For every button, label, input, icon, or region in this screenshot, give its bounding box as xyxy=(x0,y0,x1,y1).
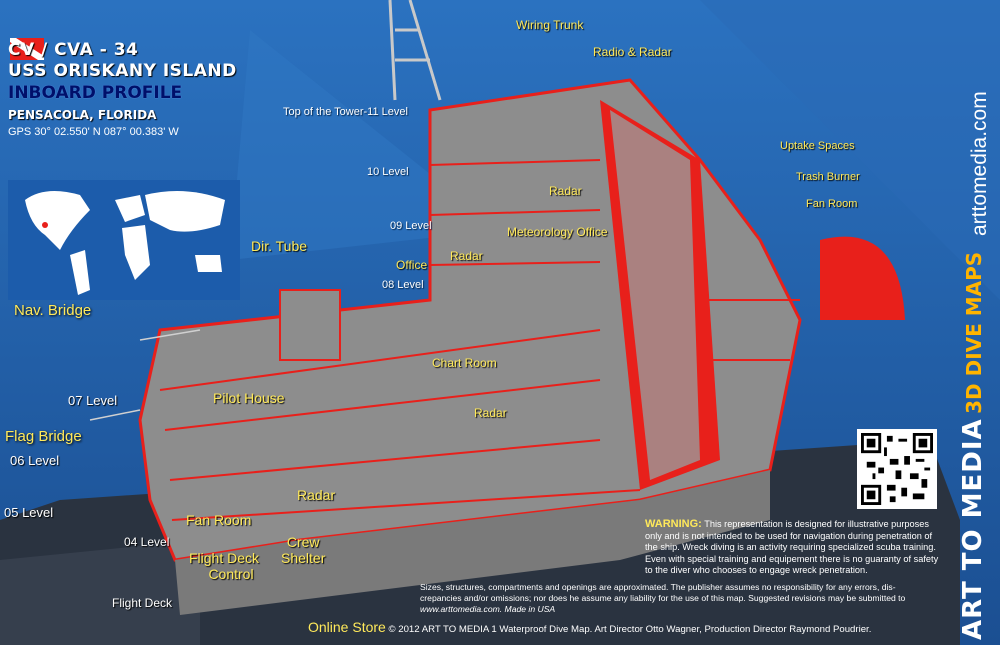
footer: Online Store © 2012 ART TO MEDIA 1 Water… xyxy=(308,619,948,635)
copyright: © 2012 ART TO MEDIA 1 Waterproof Dive Ma… xyxy=(388,624,872,635)
dive-flag-icon xyxy=(10,38,44,60)
brand-vertical: ART TO MEDIA 3D DIVE MAPS xyxy=(958,252,988,640)
map-subtitle: INBOARD PROFILE xyxy=(8,83,183,103)
level-08-label: 08 Level xyxy=(382,279,424,291)
crew-shelter-label: Crew Shelter xyxy=(281,534,326,566)
radar-mid-label: Radar xyxy=(474,406,507,420)
qr-code[interactable] xyxy=(857,429,937,509)
wiring-trunk-label: Wiring Trunk xyxy=(516,18,584,32)
ship-designation: CV / CVA - 34 xyxy=(8,40,139,60)
radar-upper-label: Radar xyxy=(549,184,582,198)
level-04-label: 04 Level xyxy=(124,535,170,549)
level-05-label: 05 Level xyxy=(4,505,54,520)
meteorology-office-label: Meteorology Office xyxy=(507,225,608,239)
brand-name: ART TO MEDIA xyxy=(958,418,988,640)
location: PENSACOLA, FLORIDA xyxy=(8,108,157,122)
level-07-label: 07 Level xyxy=(68,393,118,408)
ship-name: USS ORISKANY ISLAND xyxy=(8,61,237,81)
fan-room-low-label: Fan Room xyxy=(186,512,252,528)
warning-head: WARNING: xyxy=(645,518,702,530)
level-10-label: 10 Level xyxy=(367,166,409,178)
brand-site[interactable]: arttomedia.com xyxy=(968,91,991,236)
radar-low-label: Radar xyxy=(297,487,336,503)
chart-room-label: Chart Room xyxy=(432,356,497,370)
pensacola-marker xyxy=(42,222,48,228)
warning-body: This representation is designed for illu… xyxy=(645,519,939,576)
nav-bridge-label: Nav. Bridge xyxy=(14,302,92,319)
radio-radar-label: Radio & Radar xyxy=(593,45,672,59)
rear-dome xyxy=(820,236,905,320)
dir-tube-label: Dir. Tube xyxy=(251,238,308,254)
level-06-label: 06 Level xyxy=(10,453,60,468)
trash-burner-label: Trash Burner xyxy=(796,171,860,183)
flight-deck-control-label: Flight Deck Control xyxy=(189,550,260,582)
radar-09-label: Radar xyxy=(450,249,483,263)
pilot-house-label: Pilot House xyxy=(213,390,285,406)
title-block: CV / CVA - 34 USS ORISKANY ISLAND INBOAR… xyxy=(8,40,243,138)
flight-deck-label: Flight Deck xyxy=(112,596,173,610)
disclaimer-text: Sizes, structures, compartments and open… xyxy=(420,582,940,615)
gps-coordinates: GPS 30° 02.550' N 087° 00.383' W xyxy=(8,126,179,138)
online-store-link[interactable]: Online Store xyxy=(308,619,386,635)
website-link[interactable]: www.arttomedia.com. Made in USA xyxy=(420,604,556,614)
office-label: Office xyxy=(396,258,428,272)
level-tower-label: Top of the Tower-11 Level xyxy=(283,106,408,118)
warning-text: WARNING: This representation is designed… xyxy=(645,518,940,577)
uptake-spaces-label: Uptake Spaces xyxy=(780,140,855,152)
brand-tagline: 3D DIVE MAPS xyxy=(962,251,986,414)
level-09-label: 09 Level xyxy=(390,220,432,232)
flag-bridge-label: Flag Bridge xyxy=(5,428,82,445)
fan-room-top-label: Fan Room xyxy=(806,198,858,210)
